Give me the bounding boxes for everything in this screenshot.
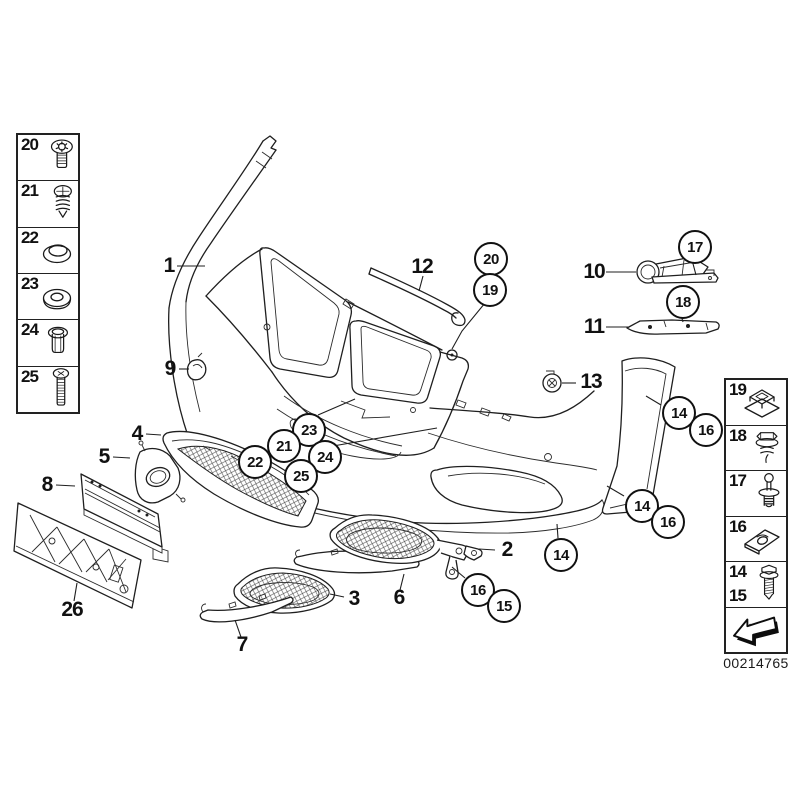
fastener-cell-21: 21 — [18, 181, 78, 228]
carrier-26-drawing — [13, 502, 142, 609]
callout-2: 2 — [501, 538, 514, 561]
direction-arrow-icon — [733, 616, 779, 646]
callout-12: 12 — [411, 255, 433, 278]
callout-8: 8 — [41, 473, 54, 496]
callout-circle-16-upper: 16 — [689, 413, 723, 447]
right-fastener-panel: 19 18 17 — [724, 378, 788, 654]
trim-strip-7-drawing — [199, 593, 294, 623]
callout-5: 5 — [98, 445, 111, 468]
trim-strip-12-drawing — [368, 267, 466, 327]
callout-7: 7 — [236, 633, 249, 656]
bracket-5-drawing — [134, 440, 186, 504]
grommet-icon — [42, 244, 72, 264]
fastener-cell-arrow — [726, 608, 786, 653]
callout-circle-21: 21 — [267, 429, 301, 463]
callout-circle-18: 18 — [666, 285, 700, 319]
callout-circle-23: 23 — [292, 413, 326, 447]
fastener-cell-25: 25 — [18, 367, 78, 412]
callout-circle-15: 15 — [487, 589, 521, 623]
callout-circle-22: 22 — [238, 445, 272, 479]
fastener-cell-17: 17 — [726, 471, 786, 517]
long-screw-icon — [52, 368, 70, 406]
center-grille-4-drawing — [162, 430, 319, 528]
clip-13-drawing — [542, 370, 562, 393]
callout-circle-19: 19 — [473, 273, 507, 307]
fastener-cell-20: 20 — [18, 135, 78, 182]
left-fog-grille-3-drawing — [233, 567, 336, 614]
fastener-cell-14-15: 14 15 — [726, 562, 786, 608]
right-fog-grille-2-drawing — [329, 514, 483, 580]
fog-bracket-10-drawing — [636, 256, 719, 284]
washer-icon — [42, 288, 72, 310]
bracket-11-drawing — [626, 319, 720, 335]
fastener-cell-16: 16 — [726, 517, 786, 562]
callout-26: 26 — [61, 598, 83, 621]
callout-10: 10 — [583, 260, 605, 283]
fastener-cell-23: 23 — [18, 274, 78, 321]
callout-circle-25: 25 — [284, 459, 318, 493]
callout-6: 6 — [393, 586, 406, 609]
rivet-sleeve-icon — [47, 326, 69, 354]
left-fastener-panel: 20 21 22 23 — [16, 133, 80, 414]
license-plate-base-8-drawing — [80, 473, 169, 563]
callout-9: 9 — [164, 357, 177, 380]
fastener-cell-22: 22 — [18, 228, 78, 274]
phillips-screw-icon — [53, 184, 72, 218]
diagram-part-number: 00214765 — [723, 655, 789, 671]
callout-4: 4 — [131, 422, 144, 445]
cap-9-drawing — [186, 352, 207, 381]
callout-3: 3 — [348, 587, 361, 610]
callout-circle-14-lower: 14 — [544, 538, 578, 572]
callout-11: 11 — [583, 315, 605, 338]
callout-1: 1 — [163, 254, 176, 277]
callout-circle-16-mid: 16 — [651, 505, 685, 539]
speed-nut-icon — [744, 529, 780, 555]
callout-13: 13 — [580, 370, 602, 393]
torx-screw-icon — [50, 139, 73, 168]
fastener-cell-24: 24 — [18, 320, 78, 367]
fastener-cell-19: 19 — [726, 380, 786, 426]
expansion-rivet-icon — [758, 473, 780, 508]
hex-screw-icon — [759, 565, 779, 600]
callout-circle-17: 17 — [678, 230, 712, 264]
clip-nut-icon — [744, 389, 780, 418]
callout-circle-20: 20 — [474, 242, 508, 276]
hex-flange-bolt-icon — [755, 431, 779, 463]
fastener-cell-18: 18 — [726, 426, 786, 471]
